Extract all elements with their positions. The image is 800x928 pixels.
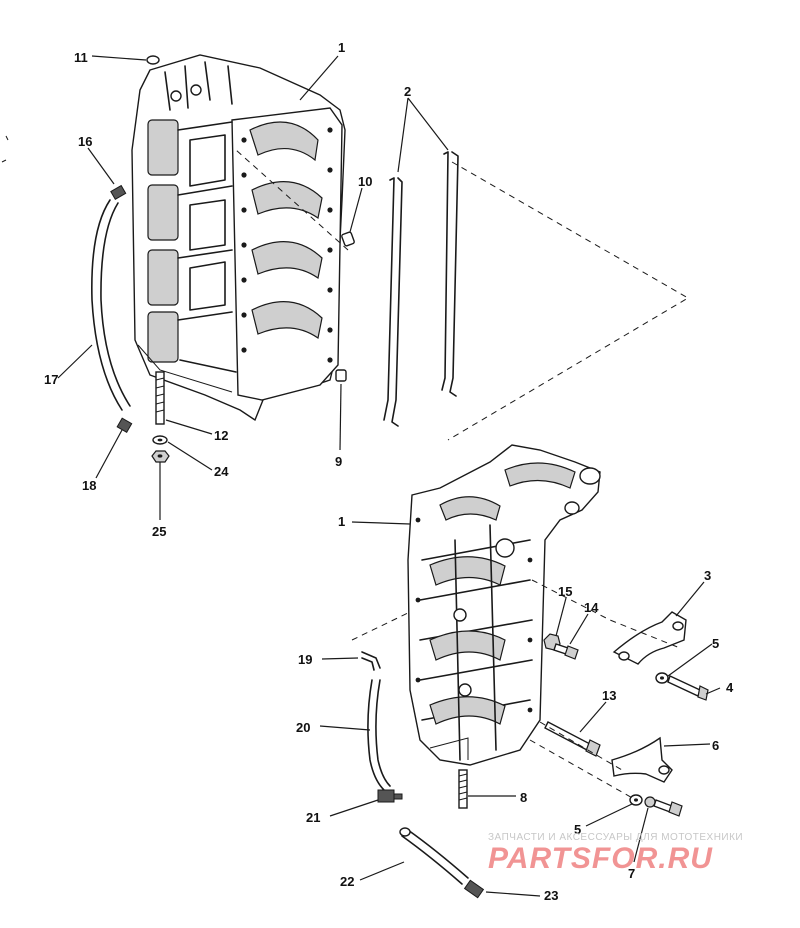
callout-7: 7 bbox=[628, 866, 635, 881]
callout-15: 15 bbox=[558, 584, 572, 599]
nut-25 bbox=[151, 450, 170, 463]
fitting-16 bbox=[110, 184, 127, 201]
leader-lines bbox=[57, 55, 721, 897]
alignment-lines bbox=[235, 149, 689, 801]
callout-5-upper: 5 bbox=[712, 636, 719, 651]
cover-rail-2a bbox=[383, 177, 403, 427]
callout-12: 12 bbox=[214, 428, 228, 443]
crankcase-lower bbox=[407, 444, 601, 766]
callout-14: 14 bbox=[584, 600, 599, 615]
callout-9: 9 bbox=[335, 454, 342, 469]
washer-5-upper bbox=[655, 672, 669, 684]
callout-13: 13 bbox=[602, 688, 616, 703]
elbow-fitting-19 bbox=[361, 651, 381, 671]
edge-mark bbox=[1, 135, 9, 163]
bolt-7 bbox=[653, 799, 683, 817]
bolt-4 bbox=[667, 675, 709, 701]
callout-10: 10 bbox=[358, 174, 372, 189]
clamp-6 bbox=[611, 736, 673, 783]
callout-25: 25 bbox=[152, 524, 166, 539]
dowel-pin-9 bbox=[335, 369, 347, 382]
callout-22: 22 bbox=[340, 874, 354, 889]
callout-1-lower: 1 bbox=[338, 514, 345, 529]
hose-20 bbox=[367, 679, 391, 791]
bolt-14 bbox=[553, 643, 579, 660]
cover-rail-2b bbox=[441, 151, 459, 397]
callout-23: 23 bbox=[544, 888, 558, 903]
fitting-18 bbox=[116, 417, 133, 434]
callout-2: 2 bbox=[404, 84, 411, 99]
callout-6: 6 bbox=[712, 738, 719, 753]
stud-8 bbox=[458, 769, 468, 809]
clamp-3 bbox=[612, 611, 687, 665]
callout-16: 16 bbox=[78, 134, 92, 149]
tee-fitting-21 bbox=[377, 789, 403, 803]
callout-1-upper: 1 bbox=[338, 40, 345, 55]
callout-5-lower: 5 bbox=[574, 822, 581, 837]
bolt-13 bbox=[544, 721, 601, 757]
cylinder-block-upper bbox=[131, 54, 346, 422]
callout-24: 24 bbox=[214, 464, 229, 479]
plug-11 bbox=[146, 55, 160, 65]
callout-17: 17 bbox=[44, 372, 58, 387]
fitting-23 bbox=[463, 879, 485, 899]
callout-19: 19 bbox=[298, 652, 312, 667]
callout-18: 18 bbox=[82, 478, 96, 493]
callout-4: 4 bbox=[726, 680, 734, 695]
callout-21: 21 bbox=[306, 810, 320, 825]
callout-20: 20 bbox=[296, 720, 310, 735]
callout-11: 11 bbox=[74, 50, 88, 65]
dowel-pin-10 bbox=[341, 231, 355, 247]
hose-17 bbox=[91, 199, 131, 411]
stud-12 bbox=[155, 371, 165, 425]
hose-22 bbox=[399, 827, 469, 885]
callout-8: 8 bbox=[520, 790, 527, 805]
callout-3: 3 bbox=[704, 568, 711, 583]
callout-labels: 11 1 2 10 16 17 12 9 24 18 25 1 3 15 14 … bbox=[44, 40, 734, 903]
washer-24 bbox=[152, 435, 168, 445]
